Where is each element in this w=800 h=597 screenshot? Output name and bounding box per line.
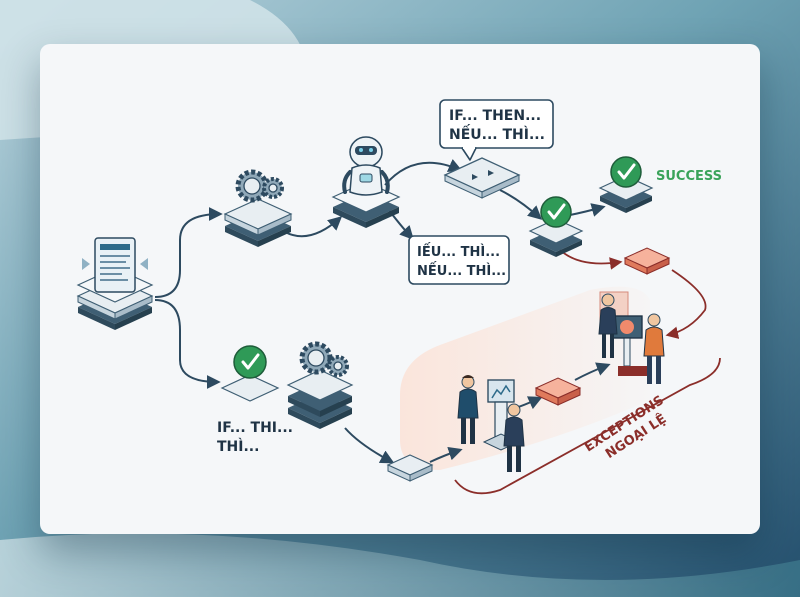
robot-icon: [342, 136, 390, 196]
rule-callout-top: IF... THEN... NẾU... THÌ...: [439, 99, 554, 161]
gears-icon: [235, 169, 284, 203]
connector-bottom-gears-tile: [344, 427, 395, 464]
exception-path-right: [665, 269, 707, 339]
monitor-icon: [487, 379, 515, 403]
exception-path-top: [559, 249, 623, 270]
connector-exception-upper: [574, 362, 611, 381]
connector-branch-top: [154, 207, 223, 298]
rule-callout-top-line2: NẾU... THÌ...: [449, 124, 545, 143]
document-icon: [82, 237, 148, 293]
rule-label-bottom-line2: THÌ...: [217, 438, 259, 455]
checkmark-icon: [540, 196, 572, 228]
success-label: SUCCESS: [656, 169, 722, 184]
person-icon: [457, 375, 479, 444]
connector-branch-bottom: [154, 299, 221, 389]
gears-icon: [299, 341, 349, 377]
diagram-card: [40, 44, 760, 534]
success-platform: [598, 175, 654, 213]
rule-callout-mid-line2: NẾU... THÌ...: [417, 262, 506, 279]
checkmark-icon: [233, 345, 267, 379]
process-tile-bottom: [386, 454, 434, 482]
gears-platform-top: [223, 198, 293, 247]
exception-path-long: [454, 357, 721, 495]
connector-check-success: [569, 203, 606, 217]
connector-gears-robot: [284, 216, 343, 238]
connector-robot-rules: [384, 159, 463, 186]
rule-callout-top-line1: IF... THEN...: [449, 108, 541, 124]
checkmark-icon: [610, 156, 642, 188]
connector-tile-people: [429, 446, 463, 463]
exception-tile-mid: [534, 377, 582, 406]
check-platform-mid: [528, 218, 584, 257]
rule-callout-mid-line1: IẾU... THÌ...: [417, 243, 500, 260]
check-platform-bottom: [220, 374, 280, 402]
person-icon: [598, 293, 618, 358]
rules-tile-top: [443, 157, 521, 199]
rule-callout-mid: IẾU... THÌ... NẾU... THÌ...: [408, 235, 510, 285]
person-icon: [643, 313, 665, 384]
exception-tile-top: [623, 247, 671, 275]
connector-rules-check: [499, 189, 543, 220]
gears-platform-bottom: [286, 369, 354, 429]
connectors: [154, 159, 611, 464]
person-icon: [503, 403, 525, 472]
rule-label-bottom-line1: IF... THI...: [217, 420, 293, 436]
